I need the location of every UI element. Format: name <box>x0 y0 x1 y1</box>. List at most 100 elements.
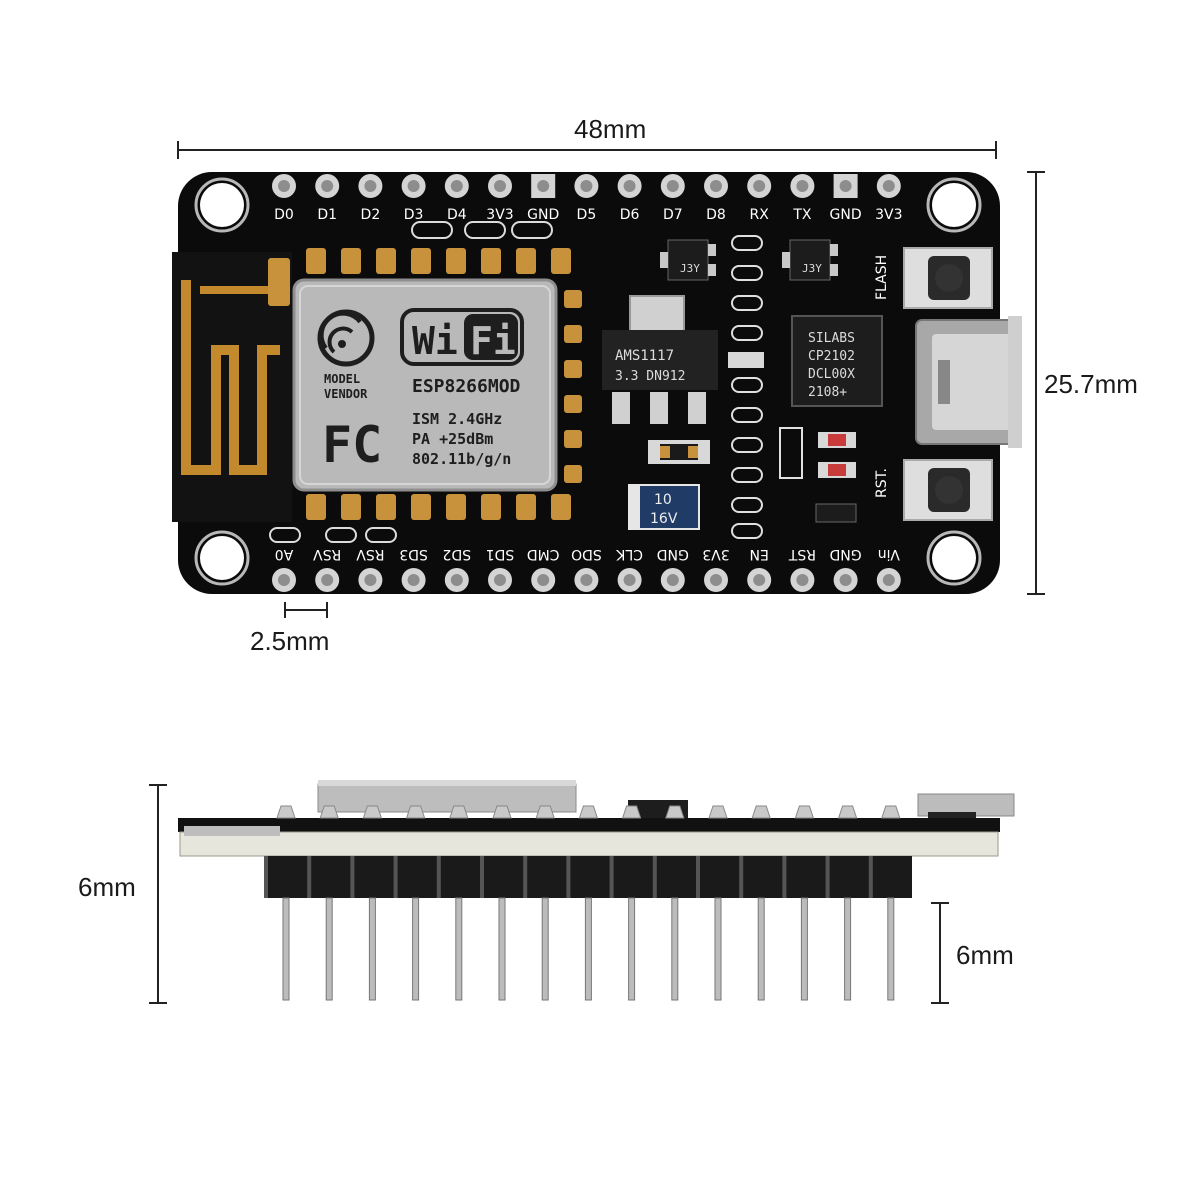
regulator-text-2: 3.3 DN912 <box>615 369 685 384</box>
capacitor-text-1: 10 <box>654 492 672 508</box>
side-solder-joint <box>492 805 512 819</box>
bottom-pin-hole <box>796 574 809 586</box>
pin-pitch-dimension-label: 2.5mm <box>250 626 330 656</box>
top-pin-hole <box>623 180 636 192</box>
side-pin <box>887 897 895 1001</box>
bottom-pin-hole <box>666 574 679 586</box>
module-spec-2: PA +25dBm <box>412 430 493 448</box>
micro-usb-port[interactable] <box>915 316 1022 448</box>
side-solder-joint <box>881 805 901 819</box>
side-view <box>178 780 1015 1001</box>
side-header-divider <box>307 856 312 898</box>
bottom-pin-hole <box>450 574 463 586</box>
usb-chip-text-3: DCL00X <box>808 367 855 382</box>
top-pin-label: D7 <box>663 207 683 223</box>
module-pads-top <box>306 248 571 274</box>
bottom-pin-label: RST <box>788 546 816 562</box>
bottom-pin-label: GND <box>657 546 689 562</box>
bottom-pin-hole <box>407 574 420 586</box>
usb-chip-text-1: SILABS <box>808 331 855 346</box>
jumper-pads-bottom <box>269 527 397 543</box>
width-dimension-label: 48mm <box>574 114 647 144</box>
side-solder-joint <box>708 805 728 819</box>
top-pin-hole <box>839 180 852 192</box>
wifi-logo-text-a: Wi <box>412 319 458 363</box>
bottom-pin-hole <box>710 574 722 586</box>
side-header-divider <box>739 856 744 898</box>
bottom-pin-hole <box>278 574 290 586</box>
side-header-divider <box>868 856 873 898</box>
side-pin <box>541 897 549 1001</box>
bottom-header-pins <box>272 568 901 592</box>
module-vendor-line2: VENDOR <box>324 387 368 401</box>
top-pin-hole <box>364 180 377 192</box>
transistor-left: J3Y <box>660 239 716 281</box>
side-height-dimension-label: 6mm <box>78 872 136 902</box>
wifi-logo: Wi Fi <box>400 308 524 366</box>
side-header-divider <box>825 856 830 898</box>
side-pin <box>800 897 808 1001</box>
top-pin-label: D6 <box>620 207 640 223</box>
side-header-divider <box>609 856 614 898</box>
top-pin-hole <box>450 180 463 192</box>
capacitor-text-2: 16V <box>650 511 678 527</box>
side-pin <box>628 897 636 1001</box>
transistor-right-label: J3Y <box>802 262 822 275</box>
top-pin-label: GND <box>830 207 862 223</box>
bottom-pin-label: CLK <box>615 546 643 562</box>
top-pin-hole <box>580 180 593 192</box>
bottom-pin-hole <box>321 574 334 586</box>
bottom-pin-label: EN <box>750 546 769 562</box>
bottom-pin-hole <box>494 574 506 586</box>
module-vendor-line1: MODEL <box>324 372 360 386</box>
side-header-divider <box>264 856 268 898</box>
side-pin <box>584 897 592 1001</box>
side-pin <box>671 897 679 1001</box>
side-solder-joint <box>794 805 815 819</box>
top-pin-label: D1 <box>317 207 337 223</box>
side-solder-joint <box>621 805 642 819</box>
fcc-logo: FC <box>322 416 382 474</box>
top-pin-hole <box>537 180 550 192</box>
side-header-divider <box>436 856 441 898</box>
side-pin <box>714 897 722 1001</box>
capacitor: 10 16V <box>628 484 700 530</box>
dimension-lines <box>149 141 1045 1004</box>
top-pin-label: GND <box>527 207 559 223</box>
wifi-logo-text-b: Fi <box>470 319 516 363</box>
module-model-text: ESP8266MOD <box>412 376 521 397</box>
smd-resistor-column <box>731 235 763 539</box>
top-pin-label: RX <box>750 207 770 223</box>
top-pin-label: D0 <box>274 207 294 223</box>
voltage-regulator: AMS1117 3.3 DN912 <box>602 295 718 424</box>
side-pin <box>757 897 765 1001</box>
top-pin-hole <box>278 180 290 192</box>
side-view-solder-joints <box>276 805 901 819</box>
side-header-divider <box>782 856 787 898</box>
reset-button[interactable] <box>903 459 993 521</box>
flash-button-label: FLASH <box>874 255 890 300</box>
top-pin-label: D4 <box>447 207 467 223</box>
side-solder-joint <box>362 805 383 819</box>
bottom-pin-label: SD1 <box>486 546 515 562</box>
top-pin-label: 3V3 <box>875 207 902 223</box>
side-solder-joint <box>665 805 685 819</box>
side-pin <box>498 897 506 1001</box>
side-header-divider <box>523 856 528 898</box>
side-pin <box>455 897 463 1001</box>
side-header-divider <box>350 856 355 898</box>
side-pin <box>282 897 290 1001</box>
side-solder-joint <box>319 805 339 819</box>
top-pin-hole <box>494 180 506 192</box>
top-pin-hole <box>321 180 334 192</box>
flash-button[interactable] <box>903 247 993 309</box>
bottom-pin-label: A0 <box>275 546 293 562</box>
regulator-text-1: AMS1117 <box>615 348 674 364</box>
side-view-pins <box>264 856 895 1001</box>
bottom-pin-label: RSV <box>313 546 342 562</box>
side-header-divider <box>652 856 657 898</box>
side-header-divider <box>480 856 484 898</box>
bottom-pin-label: Vin <box>878 546 900 562</box>
